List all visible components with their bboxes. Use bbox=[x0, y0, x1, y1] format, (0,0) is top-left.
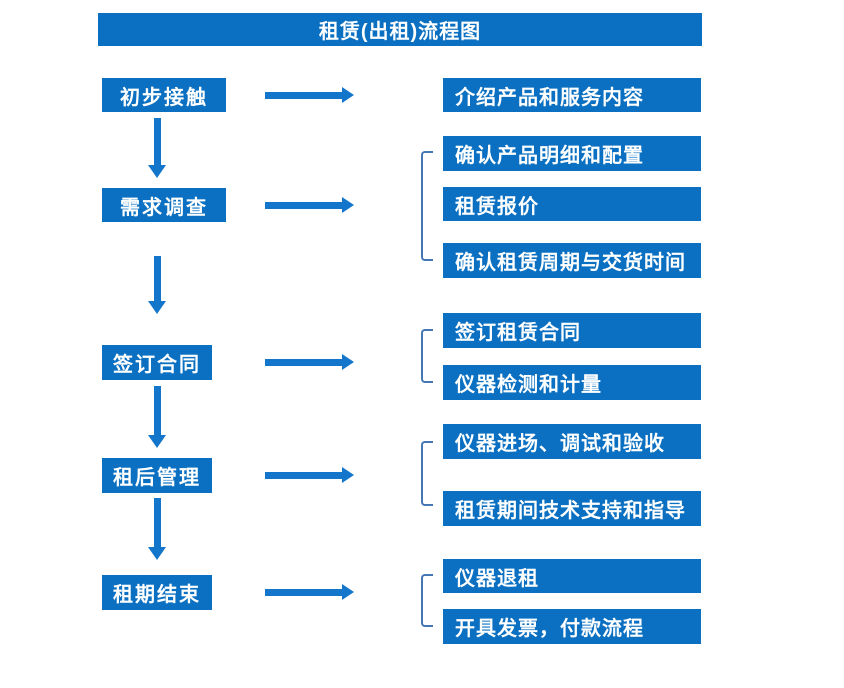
detail-box-sign-rental-contract: 签订租赁合同 bbox=[443, 313, 701, 348]
right-arrow-stem bbox=[265, 358, 343, 366]
right-arrow-head bbox=[342, 467, 354, 483]
bracket-group-sign-contract bbox=[421, 329, 433, 383]
flowchart-title: 租赁(出租)流程图 bbox=[318, 21, 482, 43]
right-arrow-head bbox=[342, 584, 354, 600]
down-arrow-icon-4 bbox=[148, 498, 166, 560]
down-arrow-stem bbox=[153, 386, 161, 436]
bracket-group-rental-end bbox=[421, 574, 433, 627]
detail-box-confirm-product-details: 确认产品明细和配置 bbox=[443, 136, 701, 171]
step-box-sign-contract: 签订合同 bbox=[102, 345, 212, 380]
down-arrow-icon-2 bbox=[148, 256, 166, 314]
step-box-initial-contact: 初步接触 bbox=[102, 78, 226, 112]
right-arrow-head bbox=[342, 354, 354, 370]
detail-box-instrument-setup-acceptance: 仪器进场、调试和验收 bbox=[443, 424, 701, 459]
detail-box-rental-quote: 租赁报价 bbox=[443, 187, 701, 221]
down-arrow-icon-1 bbox=[148, 118, 166, 178]
down-arrow-stem bbox=[153, 498, 161, 548]
bracket-group-demand-survey bbox=[421, 151, 433, 261]
detail-box-intro-products-services: 介绍产品和服务内容 bbox=[443, 78, 701, 112]
step-box-rental-end: 租期结束 bbox=[102, 575, 212, 610]
down-arrow-head bbox=[148, 435, 166, 448]
step-box-demand-survey: 需求调查 bbox=[102, 188, 226, 222]
right-arrow-head bbox=[342, 197, 354, 213]
right-arrow-stem bbox=[265, 91, 343, 99]
right-arrow-stem bbox=[265, 588, 343, 596]
down-arrow-icon-3 bbox=[148, 386, 166, 448]
bracket-group-post-rental bbox=[421, 441, 433, 506]
right-arrow-icon-2 bbox=[265, 197, 354, 213]
detail-box-invoice-payment: 开具发票，付款流程 bbox=[443, 609, 701, 644]
step-box-post-rental-management: 租后管理 bbox=[102, 458, 212, 493]
right-arrow-stem bbox=[265, 201, 343, 209]
detail-box-rental-tech-support: 租赁期间技术支持和指导 bbox=[443, 491, 701, 526]
right-arrow-icon-5 bbox=[265, 584, 354, 600]
right-arrow-icon-3 bbox=[265, 354, 354, 370]
down-arrow-head bbox=[148, 165, 166, 178]
flowchart-title-bar: 租赁(出租)流程图 bbox=[98, 13, 702, 46]
detail-box-confirm-rental-period-delivery: 确认租赁周期与交货时间 bbox=[443, 243, 701, 278]
right-arrow-icon-4 bbox=[265, 467, 354, 483]
detail-box-instrument-inspection-measurement: 仪器检测和计量 bbox=[443, 365, 701, 400]
down-arrow-head bbox=[148, 547, 166, 560]
right-arrow-stem bbox=[265, 471, 343, 479]
down-arrow-stem bbox=[153, 118, 161, 166]
right-arrow-icon-1 bbox=[265, 87, 354, 103]
down-arrow-stem bbox=[153, 256, 161, 302]
right-arrow-head bbox=[342, 87, 354, 103]
detail-box-instrument-return: 仪器退租 bbox=[443, 559, 701, 593]
down-arrow-head bbox=[148, 301, 166, 314]
